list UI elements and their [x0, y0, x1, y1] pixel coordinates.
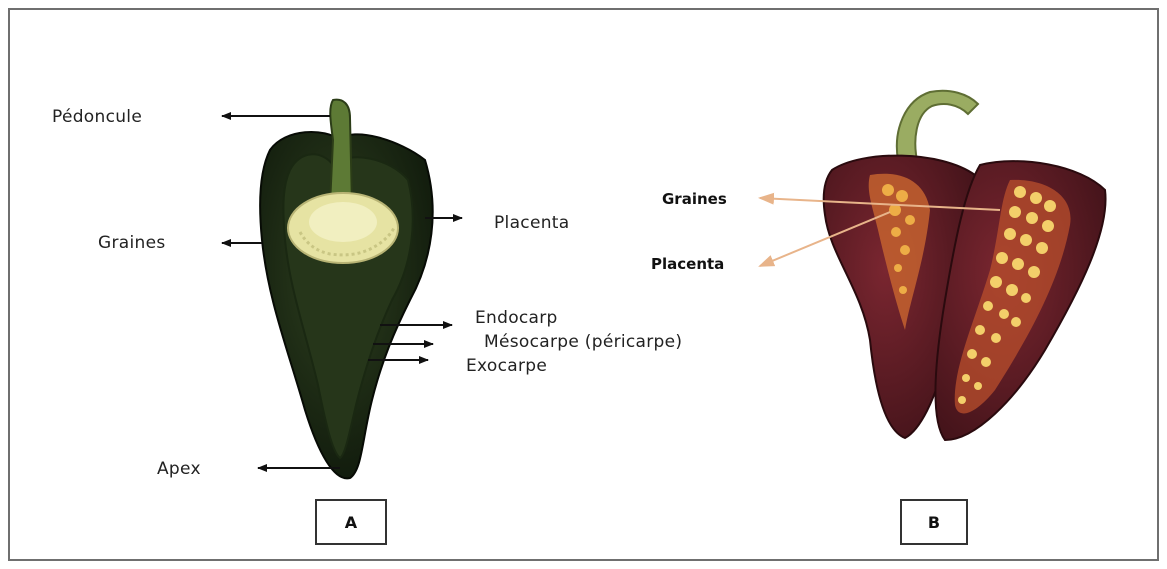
- label-graines-b: Graines: [662, 190, 727, 208]
- panel-a-letter: A: [345, 513, 357, 532]
- label-endocarp: Endocarp: [475, 308, 558, 328]
- label-placenta-a: Placenta: [494, 213, 569, 233]
- panel-b-letter: B: [928, 513, 940, 532]
- pepper-b-stem: [897, 91, 978, 165]
- pepper-a-illustration: [260, 100, 433, 479]
- pepper-b-illustration: [824, 91, 1106, 440]
- label-apex: Apex: [157, 459, 201, 479]
- pepper-a-stem: [330, 100, 352, 205]
- label-exocarpe: Exocarpe: [466, 356, 547, 376]
- label-pedoncule: Pédoncule: [52, 107, 142, 127]
- panel-b-letter-box: B: [900, 499, 968, 545]
- label-mesocarpe: Mésocarpe (péricarpe): [484, 332, 682, 352]
- label-graines-a: Graines: [98, 233, 166, 253]
- label-placenta-b: Placenta: [651, 255, 724, 273]
- panel-a-letter-box: A: [315, 499, 387, 545]
